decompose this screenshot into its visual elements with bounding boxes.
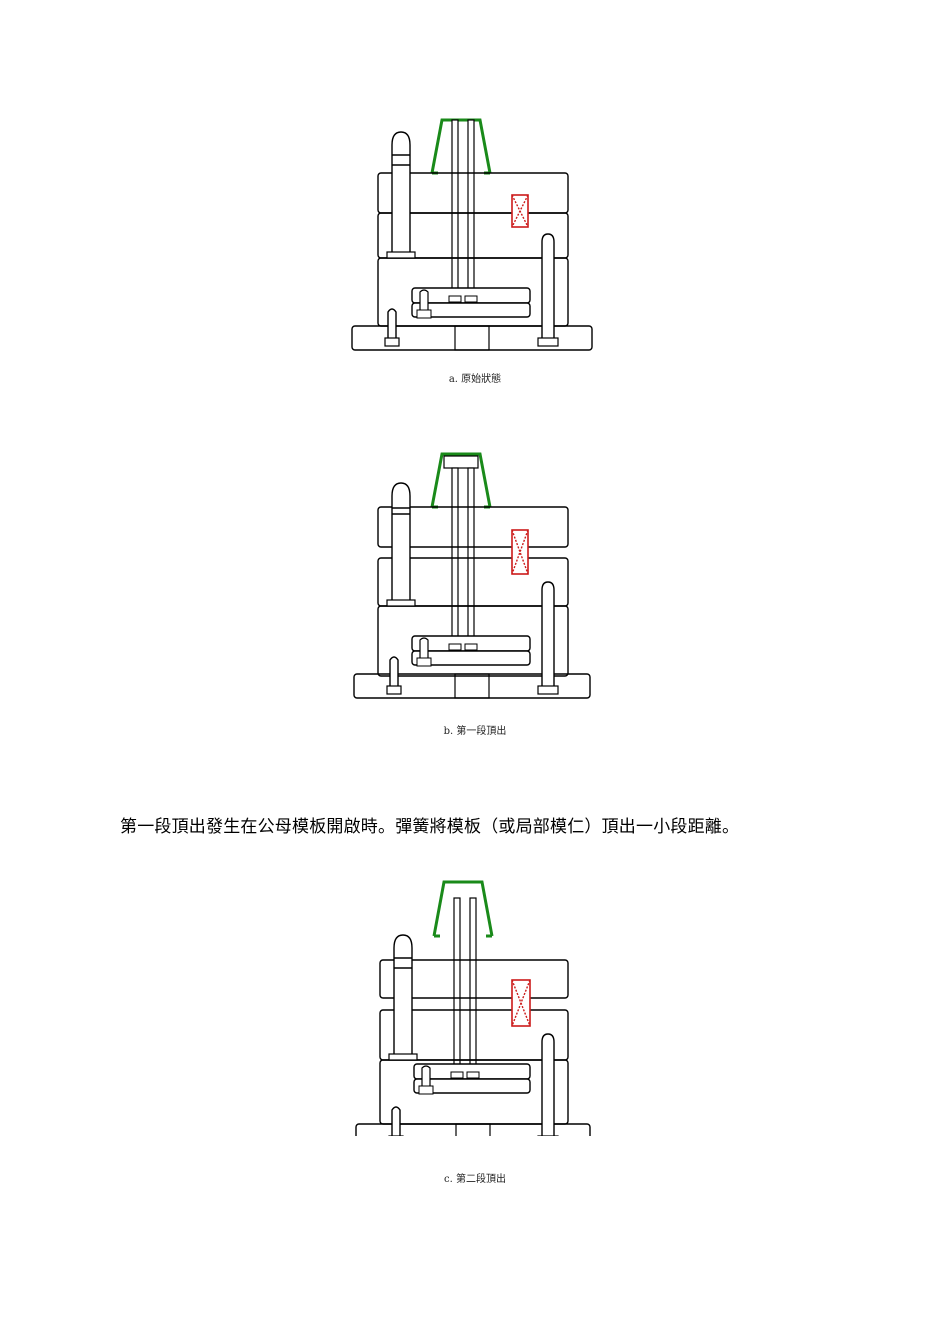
mold-diagram-a-svg — [351, 118, 593, 351]
bolt-left — [389, 656, 399, 690]
mold-diagram-first-stage-ejection — [340, 446, 610, 706]
figure-caption-c: c. 第二段頂出 — [444, 1174, 506, 1185]
molded-part — [430, 118, 492, 174]
stripper-cap — [443, 455, 479, 469]
ejector-pin-right — [467, 119, 475, 301]
mold-diagram-original-state — [340, 110, 610, 370]
guide-pin-right — [541, 581, 555, 690]
guide-pin-left — [393, 934, 413, 1060]
guide-pin-left — [391, 482, 411, 606]
molded-part — [432, 880, 494, 937]
mold-diagram-b-svg — [353, 452, 591, 699]
ejector-hole — [455, 1123, 491, 1136]
bolt-left — [391, 1106, 401, 1136]
top-clamp-plate — [377, 506, 569, 548]
guide-pin-right — [541, 1033, 555, 1136]
support-block — [377, 605, 569, 677]
bolt-left — [387, 308, 397, 342]
mold-diagram-second-stage-ejection — [340, 876, 610, 1136]
guide-pin-left — [391, 131, 411, 258]
figure-caption-a: a. 原始狀態 — [448, 374, 502, 385]
ejector-plate-lower — [413, 1078, 531, 1094]
ejector-plate-lower — [411, 650, 531, 666]
ejector-pin-left — [453, 897, 461, 1075]
figure-caption-b: b. 第一段頂出 — [443, 726, 507, 737]
ejector-hole — [454, 325, 490, 351]
bottom-clamp-plate — [355, 1123, 591, 1136]
ejector-pin-right — [469, 897, 477, 1075]
ejector-plate-lower — [411, 302, 531, 318]
molded-part — [430, 452, 492, 508]
ejector-hole — [454, 673, 490, 699]
body-paragraph: 第一段頂出發生在公母模板開啟時。彈簧將模板（或局部模仁）頂出一小段距離。 — [120, 817, 740, 837]
ejector-pin-left — [451, 119, 459, 301]
mold-diagram-c-svg — [355, 880, 591, 1136]
guide-pin-right — [541, 233, 555, 342]
top-clamp-plate — [379, 959, 569, 999]
